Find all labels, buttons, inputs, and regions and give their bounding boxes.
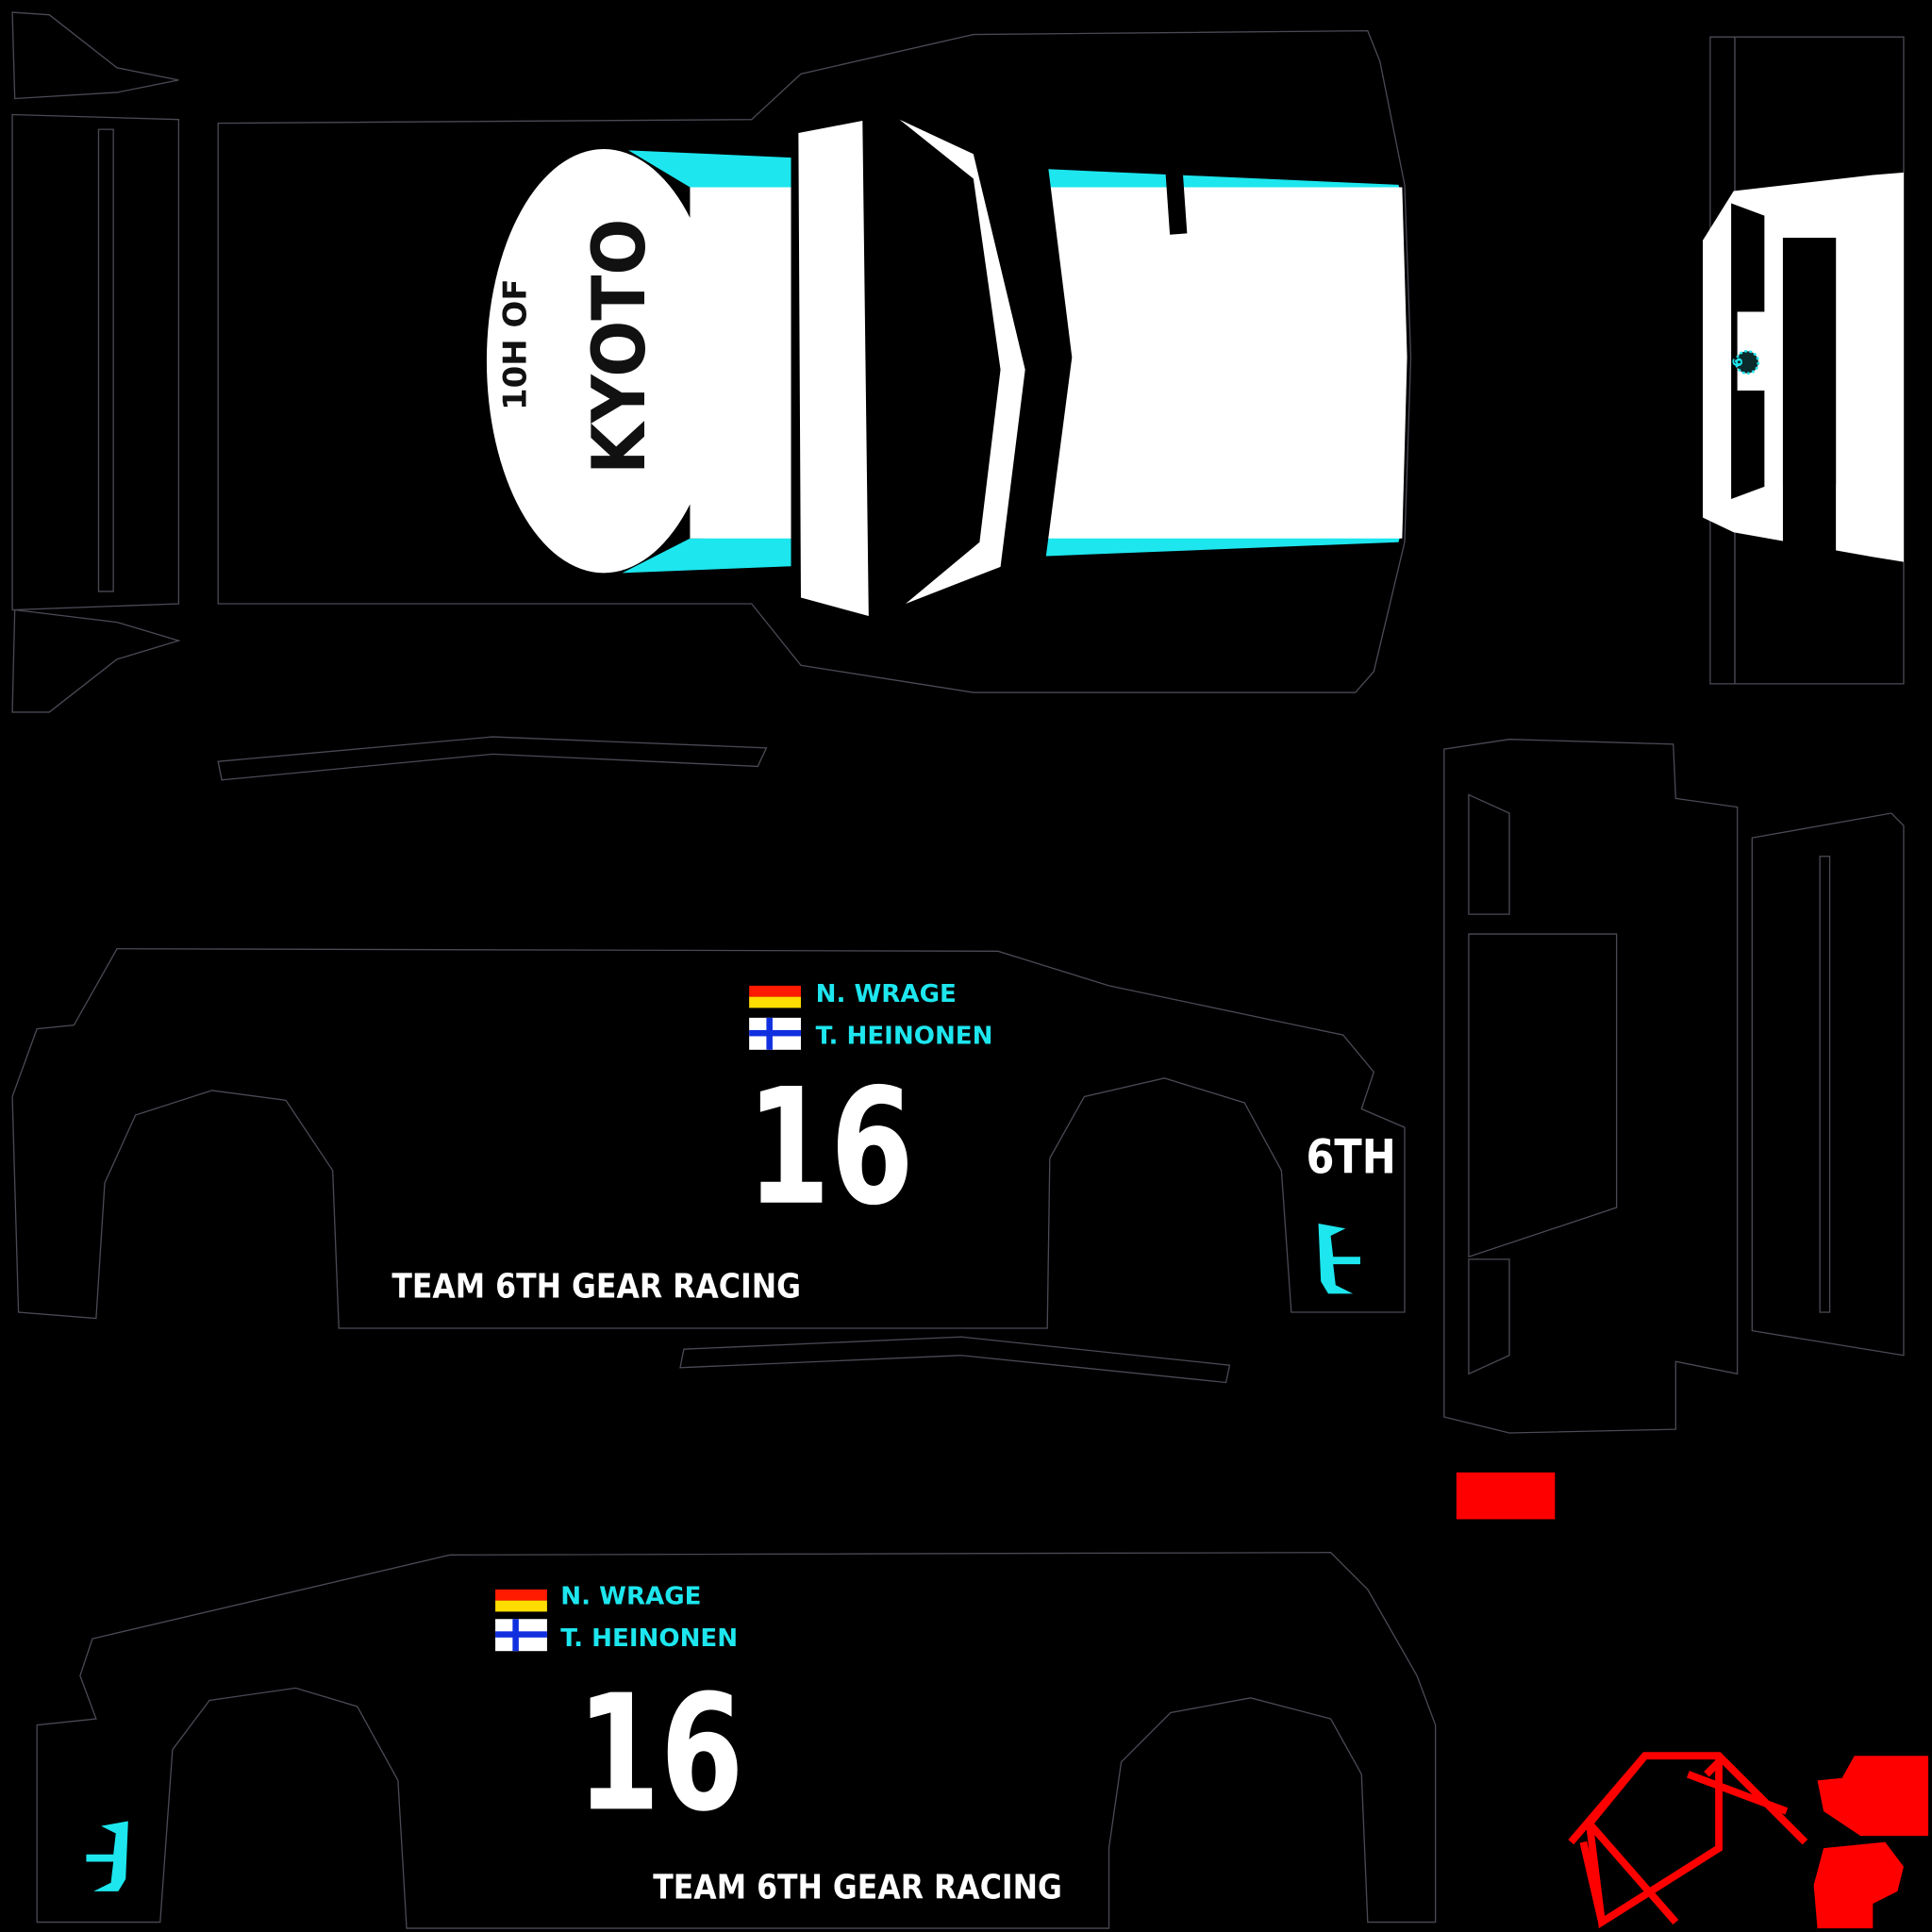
flag-finland-2-v [512,1619,519,1652]
team-name-right: TEAM 6TH GEAR RACING [653,1869,1062,1907]
flag-finland-h [749,1029,801,1037]
bumper-intake-bottom [1468,1258,1510,1375]
gear-e-logo-right-icon [86,1821,128,1891]
gear-e-logo-icon [1318,1223,1360,1294]
team-name: TEAM 6TH GEAR RACING [391,1267,801,1306]
wing-end-top [11,11,179,100]
flag-germany-lower [749,996,801,1008]
windshield-left-trim [798,121,869,617]
hood-event-line2: KYOTO [577,219,662,475]
bumper-intake-top [1468,793,1510,915]
flag-germany-2-lower [495,1600,547,1612]
wing-end-bottom [11,608,181,713]
rear-cutout-left [1731,203,1765,499]
driver2-name: T. HEINONEN [816,1022,993,1050]
driver2-name-right: T. HEINONEN [560,1624,738,1653]
roll-cage [1568,1752,1808,1929]
driver1-name: N. WRAGE [816,980,957,1008]
car-number: 16 [747,1056,914,1241]
hood-vent [1163,147,1188,235]
flag-germany-2 [495,1589,547,1601]
side-panel-left [11,948,1406,1329]
windshield-right-trim [899,119,1025,605]
rear-deck-inner [97,128,114,592]
flag-finland-2-h [495,1631,547,1638]
sill-strip-top [217,736,768,781]
car-number-right: 16 [576,1661,743,1847]
seat-bottom [1813,1841,1904,1929]
hood-event-line1: 10H OF [497,278,535,409]
flag-germany [749,985,801,997]
flag-finland-v [766,1017,773,1050]
red-marker [1456,1472,1556,1520]
sill-strip-bottom [679,1336,1231,1384]
rear-gear-badge: 6 [1731,358,1746,367]
headlight-slit [1819,856,1831,1313]
side-panel-right [36,1552,1437,1929]
seat-top [1817,1756,1929,1837]
driver1-name-right: N. WRAGE [560,1583,701,1611]
badge-6th: 6TH [1306,1129,1395,1184]
rear-black-fill [1782,238,1837,485]
hood-roundel [486,149,722,574]
gear-logo-icon [1735,349,1760,375]
rear-deck-panel [11,113,180,611]
bumper-intake-mid [1468,933,1618,1258]
